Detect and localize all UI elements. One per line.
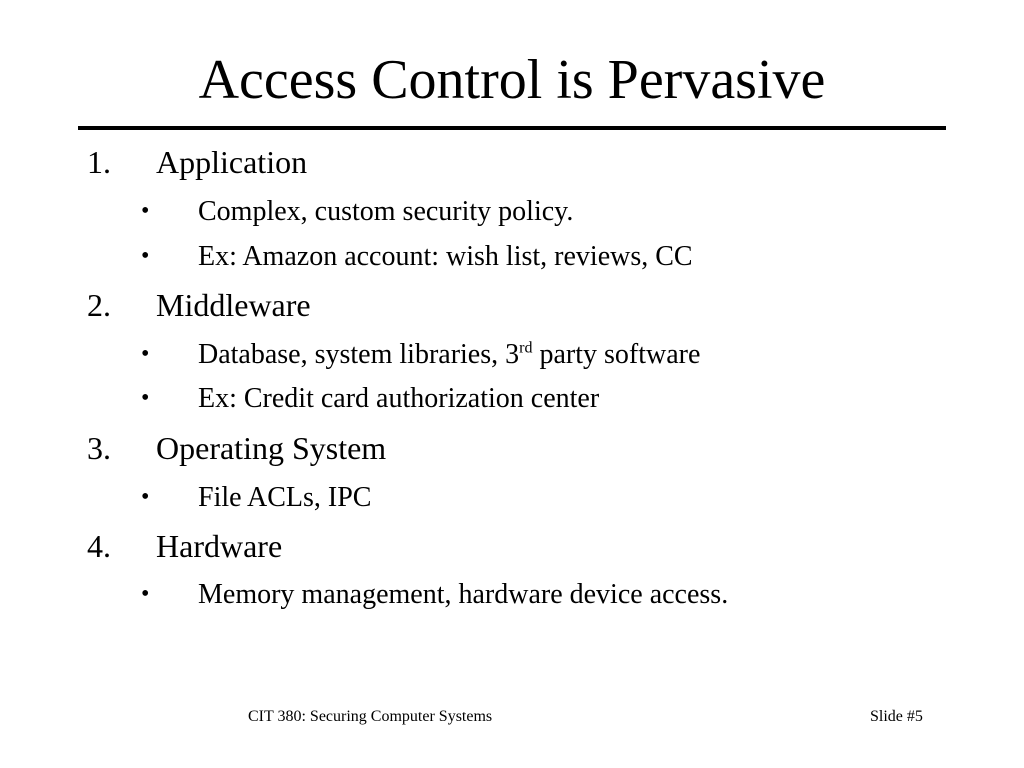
sub-item: • Memory management, hardware device acc… (0, 578, 1024, 614)
sub-item: • Database, system libraries, 3rd party … (0, 338, 1024, 374)
bullet-icon: • (141, 581, 150, 607)
list-number: 4. (87, 528, 111, 564)
list-label: Application (156, 144, 308, 180)
sub-item-text: Ex: Amazon account: wish list, reviews, … (198, 241, 693, 272)
sub-item-text: Memory management, hardware device acces… (198, 579, 729, 610)
sub-item-text-after: party software (532, 339, 701, 370)
bullet-icon: • (141, 198, 150, 224)
list-number: 3. (87, 430, 111, 466)
list-item-hardware: 4. Hardware (0, 526, 1024, 570)
sub-item-text: Complex, custom security policy. (198, 196, 574, 227)
bullet-icon: • (141, 341, 150, 367)
sub-item: • File ACLs, IPC (0, 481, 1024, 517)
sub-item-text: File ACLs, IPC (198, 482, 372, 513)
list-label: Middleware (156, 287, 311, 323)
footer-course: CIT 380: Securing Computer Systems (248, 708, 493, 725)
sub-item-text: Ex: Credit card authorization center (198, 383, 600, 414)
sub-item: • Complex, custom security policy. (0, 195, 1024, 231)
list-number: 2. (87, 287, 111, 323)
list-label: Operating System (156, 430, 387, 466)
sub-item-text-before: Database, system libraries, 3 (198, 339, 520, 370)
title-underline (78, 126, 946, 130)
sub-item-text: Database, system libraries, 3rd party so… (198, 338, 700, 372)
bullet-icon: • (141, 385, 150, 411)
ordinal-superscript: rd (519, 339, 533, 357)
sub-item: • Ex: Credit card authorization center (0, 382, 1024, 418)
list-number: 1. (87, 144, 111, 180)
slide-title: Access Control is Pervasive (198, 49, 826, 111)
list-label: Hardware (156, 528, 283, 564)
bullet-icon: • (141, 243, 150, 269)
list-item-middleware: 2. Middleware (0, 285, 1024, 329)
bullet-icon: • (141, 484, 150, 510)
list-item-operating-system: 3. Operating System (0, 428, 1024, 472)
sub-item: • Ex: Amazon account: wish list, reviews… (0, 240, 1024, 276)
footer-slide-number: Slide #5 (870, 708, 923, 725)
list-item-application: 1. Application (0, 142, 1024, 186)
